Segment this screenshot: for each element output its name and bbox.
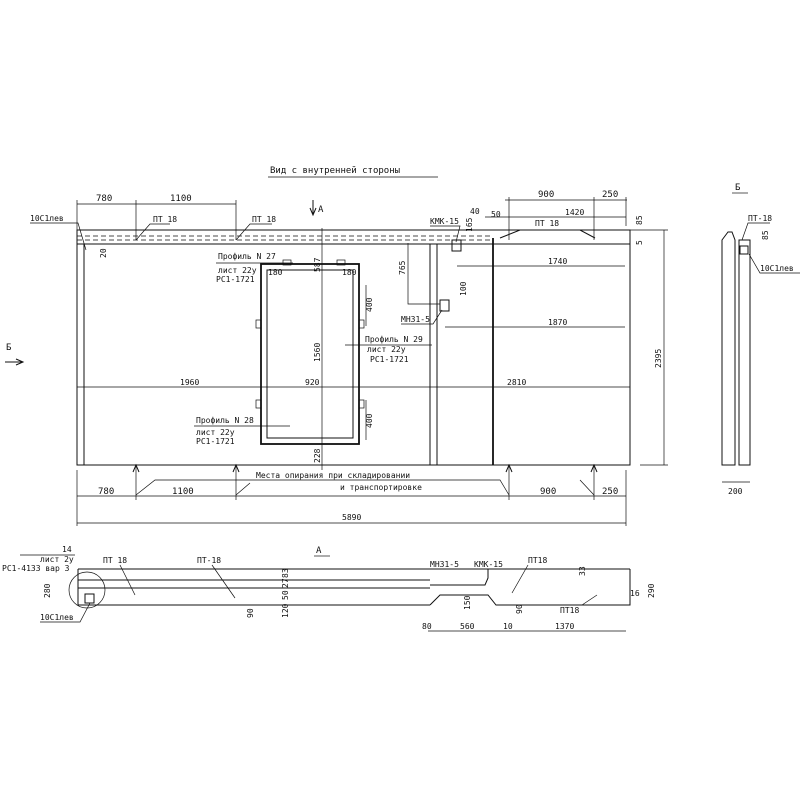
- inner-dimensions: 587 180 180 400 400 1560 228 765 100 174…: [99, 229, 668, 466]
- svg-text:780: 780: [96, 194, 112, 204]
- svg-text:10С1лев: 10С1лев: [30, 214, 64, 223]
- svg-text:900: 900: [540, 487, 556, 497]
- svg-text:ПТ18: ПТ18: [528, 556, 547, 565]
- svg-text:А: А: [316, 546, 322, 556]
- kmk-embed-icon: [451, 239, 462, 252]
- svg-text:5890: 5890: [342, 513, 361, 522]
- svg-text:90: 90: [246, 608, 255, 618]
- svg-text:10С1лев: 10С1лев: [760, 264, 794, 273]
- svg-text:40: 40: [470, 207, 480, 216]
- svg-text:920: 920: [305, 378, 320, 387]
- svg-text:лист 22у: лист 22у: [218, 266, 257, 275]
- svg-text:1960: 1960: [180, 378, 199, 387]
- svg-text:лист 2у: лист 2у: [40, 555, 74, 564]
- svg-text:лист 22у: лист 22у: [196, 428, 235, 437]
- mn-embed-icon: [439, 299, 450, 312]
- svg-text:180: 180: [342, 268, 357, 277]
- svg-text:и транспортировке: и транспортировке: [340, 483, 422, 492]
- svg-text:10: 10: [503, 622, 513, 631]
- svg-text:ПТ18: ПТ18: [560, 606, 579, 615]
- svg-text:КМК-15: КМК-15: [474, 560, 503, 569]
- arrow-a-marker: А: [309, 200, 324, 217]
- svg-text:1740: 1740: [548, 257, 567, 266]
- svg-text:250: 250: [602, 190, 618, 200]
- svg-text:Места опирания при складирован: Места опирания при складировании: [256, 471, 410, 480]
- svg-text:290: 290: [647, 583, 656, 598]
- svg-text:20: 20: [99, 248, 108, 258]
- svg-text:ПТ 18: ПТ 18: [103, 556, 127, 565]
- section-a-view: А 14 лист 2у РС1-4133 вар 3 280 10С1лев …: [2, 545, 656, 632]
- svg-text:РС1-1721: РС1-1721: [196, 437, 235, 446]
- svg-text:лист 22у: лист 22у: [367, 345, 406, 354]
- svg-text:27: 27: [281, 578, 290, 588]
- svg-text:228: 228: [313, 448, 322, 463]
- svg-text:1370: 1370: [555, 622, 574, 631]
- support-points: Места опирания при складировании и транс…: [132, 463, 598, 500]
- svg-text:560: 560: [460, 622, 475, 631]
- top-dimensions: 780 1100 900 250 1420 40 50 165 85 5: [76, 190, 644, 245]
- svg-text:ПТ-18: ПТ-18: [748, 214, 772, 223]
- svg-text:2810: 2810: [507, 378, 526, 387]
- svg-text:1100: 1100: [170, 194, 192, 204]
- callout-labels: 10С1лев ПТ 18 ПТ 18 ПТ 18 КМК-15 МН31-5 …: [30, 214, 559, 446]
- svg-text:120: 120: [281, 603, 290, 618]
- svg-text:1420: 1420: [565, 208, 584, 217]
- svg-text:16: 16: [630, 589, 640, 598]
- svg-text:Профиль N 29: Профиль N 29: [365, 335, 423, 344]
- view-title: Вид с внутренней стороны: [270, 166, 400, 176]
- svg-text:2395: 2395: [654, 349, 663, 368]
- svg-text:165: 165: [465, 217, 474, 232]
- svg-text:Б: Б: [735, 183, 740, 193]
- svg-text:100: 100: [459, 281, 468, 296]
- bottom-dimensions: 780 1100 900 250 5890: [76, 470, 627, 526]
- svg-text:ПТ 18: ПТ 18: [153, 215, 177, 224]
- svg-text:Профиль N 28: Профиль N 28: [196, 416, 254, 425]
- svg-text:250: 250: [602, 487, 618, 497]
- svg-text:80: 80: [422, 622, 432, 631]
- svg-text:Профиль N 27: Профиль N 27: [218, 252, 276, 261]
- section-b-view: Б ПТ-18 85 10С1лев 200: [721, 183, 800, 496]
- svg-text:1100: 1100: [172, 487, 194, 497]
- svg-text:85: 85: [635, 215, 644, 225]
- svg-text:900: 900: [538, 190, 554, 200]
- svg-text:50: 50: [281, 590, 290, 600]
- svg-text:РС1-1721: РС1-1721: [216, 275, 255, 284]
- svg-text:5: 5: [635, 240, 644, 245]
- svg-text:МН31-5: МН31-5: [430, 560, 459, 569]
- svg-text:14: 14: [62, 545, 72, 554]
- panel-elevation: [76, 228, 631, 470]
- svg-text:Б: Б: [6, 343, 11, 353]
- svg-text:85: 85: [761, 230, 770, 240]
- arrow-b-marker: Б: [5, 343, 25, 366]
- svg-text:200: 200: [728, 487, 743, 496]
- svg-text:587: 587: [313, 257, 322, 272]
- svg-text:180: 180: [268, 268, 283, 277]
- svg-text:1560: 1560: [313, 343, 322, 362]
- svg-text:83: 83: [281, 568, 290, 578]
- svg-text:50: 50: [491, 210, 501, 219]
- svg-text:ПТ 18: ПТ 18: [252, 215, 276, 224]
- svg-text:150: 150: [463, 595, 472, 610]
- svg-text:КМК-15: КМК-15: [430, 217, 459, 226]
- svg-text:МН31-5: МН31-5: [401, 315, 430, 324]
- svg-text:РС1-4133 вар 3: РС1-4133 вар 3: [2, 564, 70, 573]
- svg-text:А: А: [318, 205, 324, 215]
- svg-text:765: 765: [398, 260, 407, 275]
- svg-text:РС1-1721: РС1-1721: [370, 355, 409, 364]
- svg-text:400: 400: [365, 297, 374, 312]
- svg-text:90: 90: [515, 604, 524, 614]
- svg-text:780: 780: [98, 487, 114, 497]
- svg-text:1870: 1870: [548, 318, 567, 327]
- svg-text:280: 280: [43, 583, 52, 598]
- svg-text:ПТ 18: ПТ 18: [535, 219, 559, 228]
- svg-text:ПТ-18: ПТ-18: [197, 556, 221, 565]
- svg-text:400: 400: [365, 413, 374, 428]
- svg-text:33: 33: [578, 566, 587, 576]
- svg-text:10С1лев: 10С1лев: [40, 613, 74, 622]
